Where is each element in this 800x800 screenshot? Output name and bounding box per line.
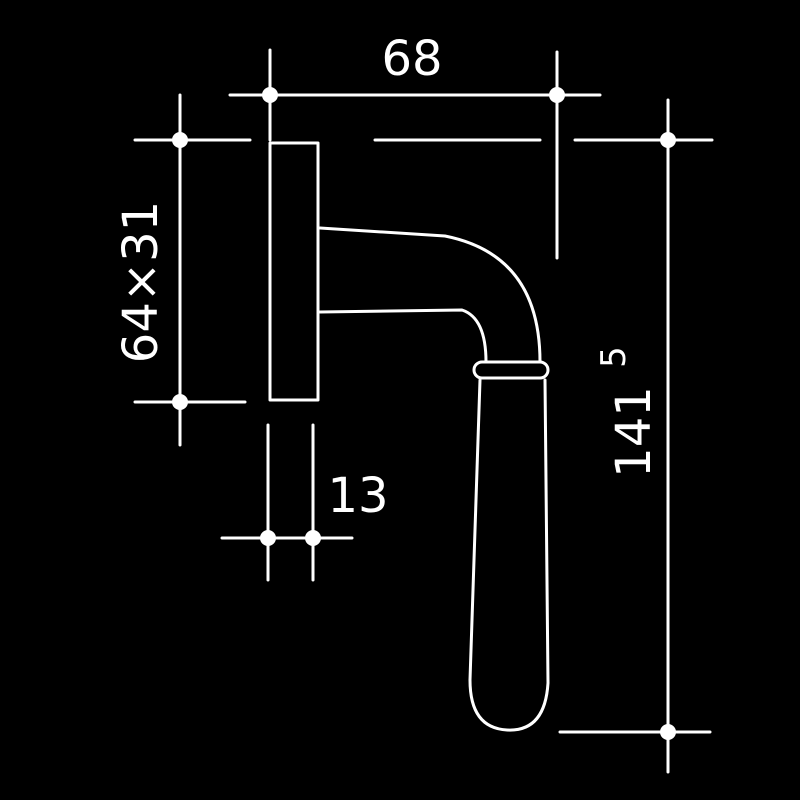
- lever-handle: [318, 226, 550, 732]
- node-dot: [172, 132, 188, 148]
- lever-neck-inner: [318, 308, 488, 364]
- node-dot: [262, 87, 278, 103]
- node-dot: [260, 530, 276, 546]
- lever-neck-outer: [318, 226, 542, 364]
- node-dot: [660, 132, 676, 148]
- dimension-nodes: [172, 87, 676, 740]
- dimension-13: [220, 423, 354, 582]
- label-141-superscript: 5: [594, 346, 634, 368]
- node-dot: [172, 394, 188, 410]
- node-dot: [305, 530, 321, 546]
- label-13: 13: [327, 468, 388, 524]
- dimension-141-5: [558, 98, 712, 774]
- node-dot: [549, 87, 565, 103]
- lever-collar: [472, 360, 550, 380]
- dimension-64x31: [133, 93, 247, 447]
- label-64x31: 64×31: [113, 201, 169, 363]
- node-dot: [660, 724, 676, 740]
- lever-grip: [468, 378, 550, 732]
- rose-plate: [268, 141, 320, 402]
- label-141: 141: [606, 386, 662, 478]
- label-68: 68: [381, 31, 442, 87]
